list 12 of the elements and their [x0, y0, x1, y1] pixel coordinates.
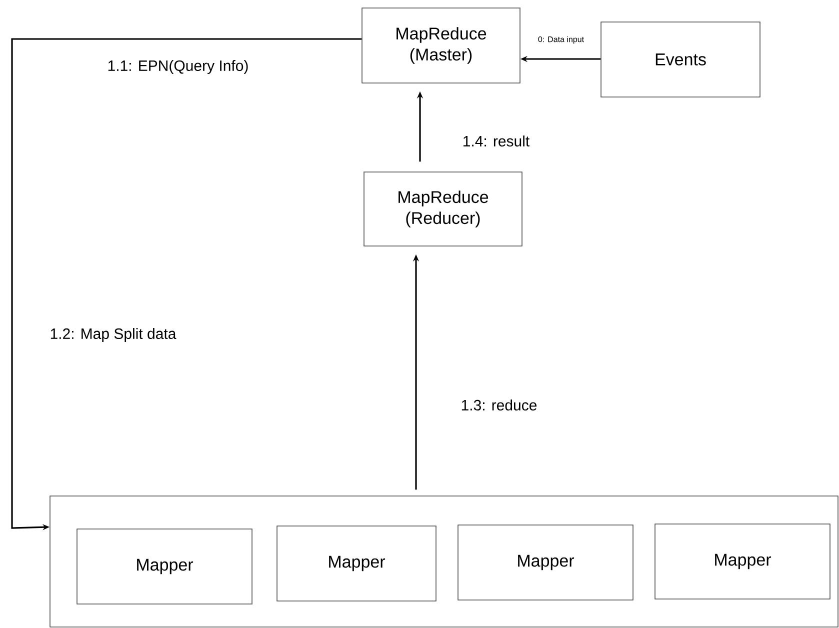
mapper-box: Mapper [276, 526, 436, 602]
step-label: 1.2: Map Split data [48, 327, 178, 343]
edge-label: 1.4: result [461, 134, 531, 148]
mapper-box: Mapper [76, 528, 252, 604]
edge-label: 1.1: EPN(Query Info) [106, 59, 250, 75]
mapper-box: Mapper [654, 524, 830, 600]
process-box: MapReduce (Reducer) [364, 172, 522, 246]
process-box: MapReduce (Master) [362, 8, 520, 84]
mapper-box: Mapper [458, 524, 634, 600]
edge-label: 1.3: reduce [460, 398, 538, 412]
process-box: Events [600, 22, 760, 98]
edge-label: 0: Data input [536, 35, 586, 45]
